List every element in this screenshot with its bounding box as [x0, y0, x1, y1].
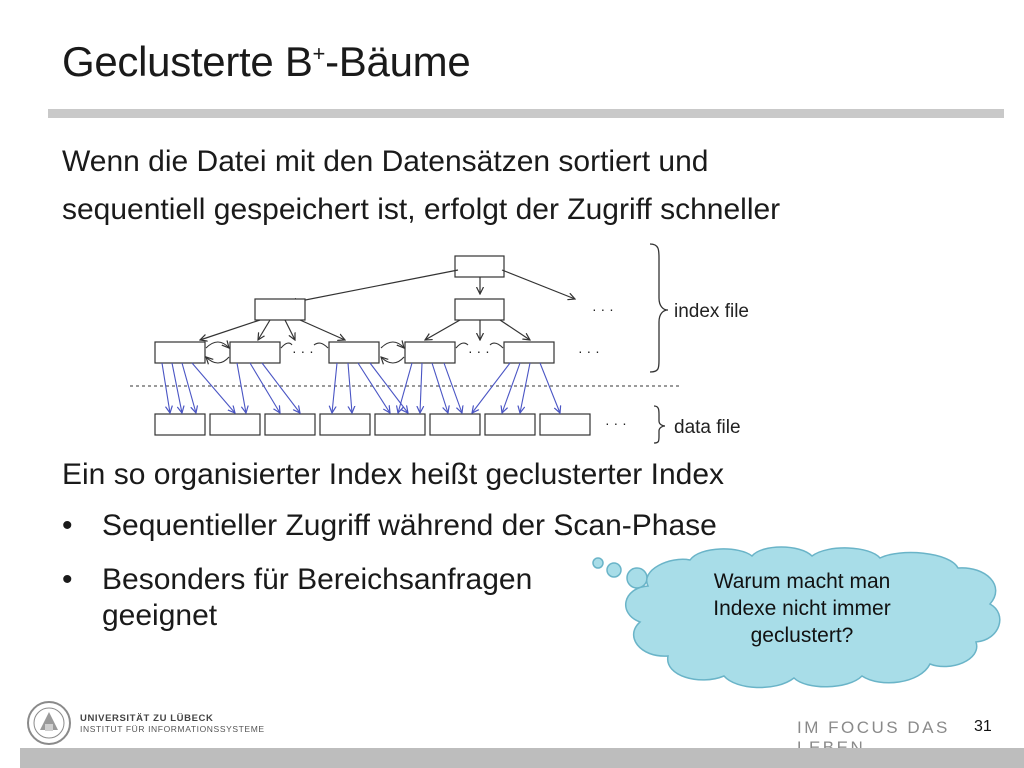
data-page-2 — [209, 413, 261, 436]
data-page-5 — [374, 413, 426, 436]
leaf-node-4 — [404, 341, 456, 364]
page-number: 31 — [974, 718, 992, 735]
bullet-marker: • — [62, 563, 73, 596]
data-page-1 — [154, 413, 206, 436]
bullet-item-1: • Sequentieller Zugriff während der Scan… — [62, 508, 717, 544]
title-divider — [48, 109, 1004, 118]
callout-line-1: Warum macht man — [713, 570, 891, 593]
slide-title: Geclusterte B+-Bäume — [62, 38, 471, 85]
root-node — [454, 255, 505, 278]
title-superscript: + — [312, 41, 326, 66]
leaf-ellipsis-3: · · · — [578, 343, 600, 359]
data-ellipsis: · · · — [605, 415, 627, 431]
data-file-label: data file — [674, 417, 741, 438]
inner-node-left — [254, 298, 306, 321]
leaf-node-1 — [154, 341, 206, 364]
leaf-node-3 — [328, 341, 380, 364]
data-page-7 — [484, 413, 536, 436]
index-brace — [649, 243, 669, 373]
index-file-label: index file — [674, 301, 749, 322]
bullet-text: Sequentieller Zugriff während der Scan-P… — [102, 509, 717, 542]
bullet-marker: • — [62, 509, 73, 542]
bullet-item-2: • Besonders für Bereichsanfragen geeigne… — [62, 562, 532, 634]
root-arrow-left — [290, 269, 459, 303]
root-arrow-right — [501, 269, 575, 299]
leaf-node-5 — [503, 341, 555, 364]
sibling-links — [206, 342, 504, 363]
intro-line-2: sequentiell gespeichert ist, erfolgt der… — [62, 193, 781, 226]
data-page-6 — [429, 413, 481, 436]
bullet-text-line-2: geeignet — [102, 599, 218, 632]
university-seal-icon — [27, 701, 71, 745]
data-page-3 — [264, 413, 316, 436]
callout-text: Warum macht man Indexe nicht immer geclu… — [672, 568, 932, 649]
data-pointers — [161, 362, 560, 413]
leaf-ellipsis-2: · · · — [468, 343, 490, 359]
university-name: UNIVERSITÄT ZU LÜBECK — [80, 713, 214, 724]
leaf-node-2 — [229, 341, 281, 364]
callout-line-3: geclustert? — [750, 624, 854, 647]
callout-line-2: Indexe nicht immer — [713, 597, 891, 620]
data-page-4 — [319, 413, 371, 436]
footer-bar — [20, 748, 1024, 768]
data-page-8 — [539, 413, 591, 436]
inner-node-right — [454, 298, 505, 321]
leaf-ellipsis-1: · · · — [292, 343, 314, 359]
thought-cloud — [592, 546, 1001, 689]
institute-name: INSTITUT FÜR INFORMATIONSSYSTEME — [80, 724, 265, 734]
intro-line-1: Wenn die Datei mit den Datensätzen sorti… — [62, 145, 709, 178]
data-brace — [653, 405, 666, 444]
university-branding: UNIVERSITÄT ZU LÜBECK INSTITUT FÜR INFOR… — [80, 713, 265, 735]
statement-line: Ein so organisierter Index heißt geclust… — [62, 458, 725, 491]
inner-ellipsis: · · · — [592, 301, 614, 317]
bullet-text-line-1: Besonders für Bereichsanfragen — [102, 563, 533, 596]
